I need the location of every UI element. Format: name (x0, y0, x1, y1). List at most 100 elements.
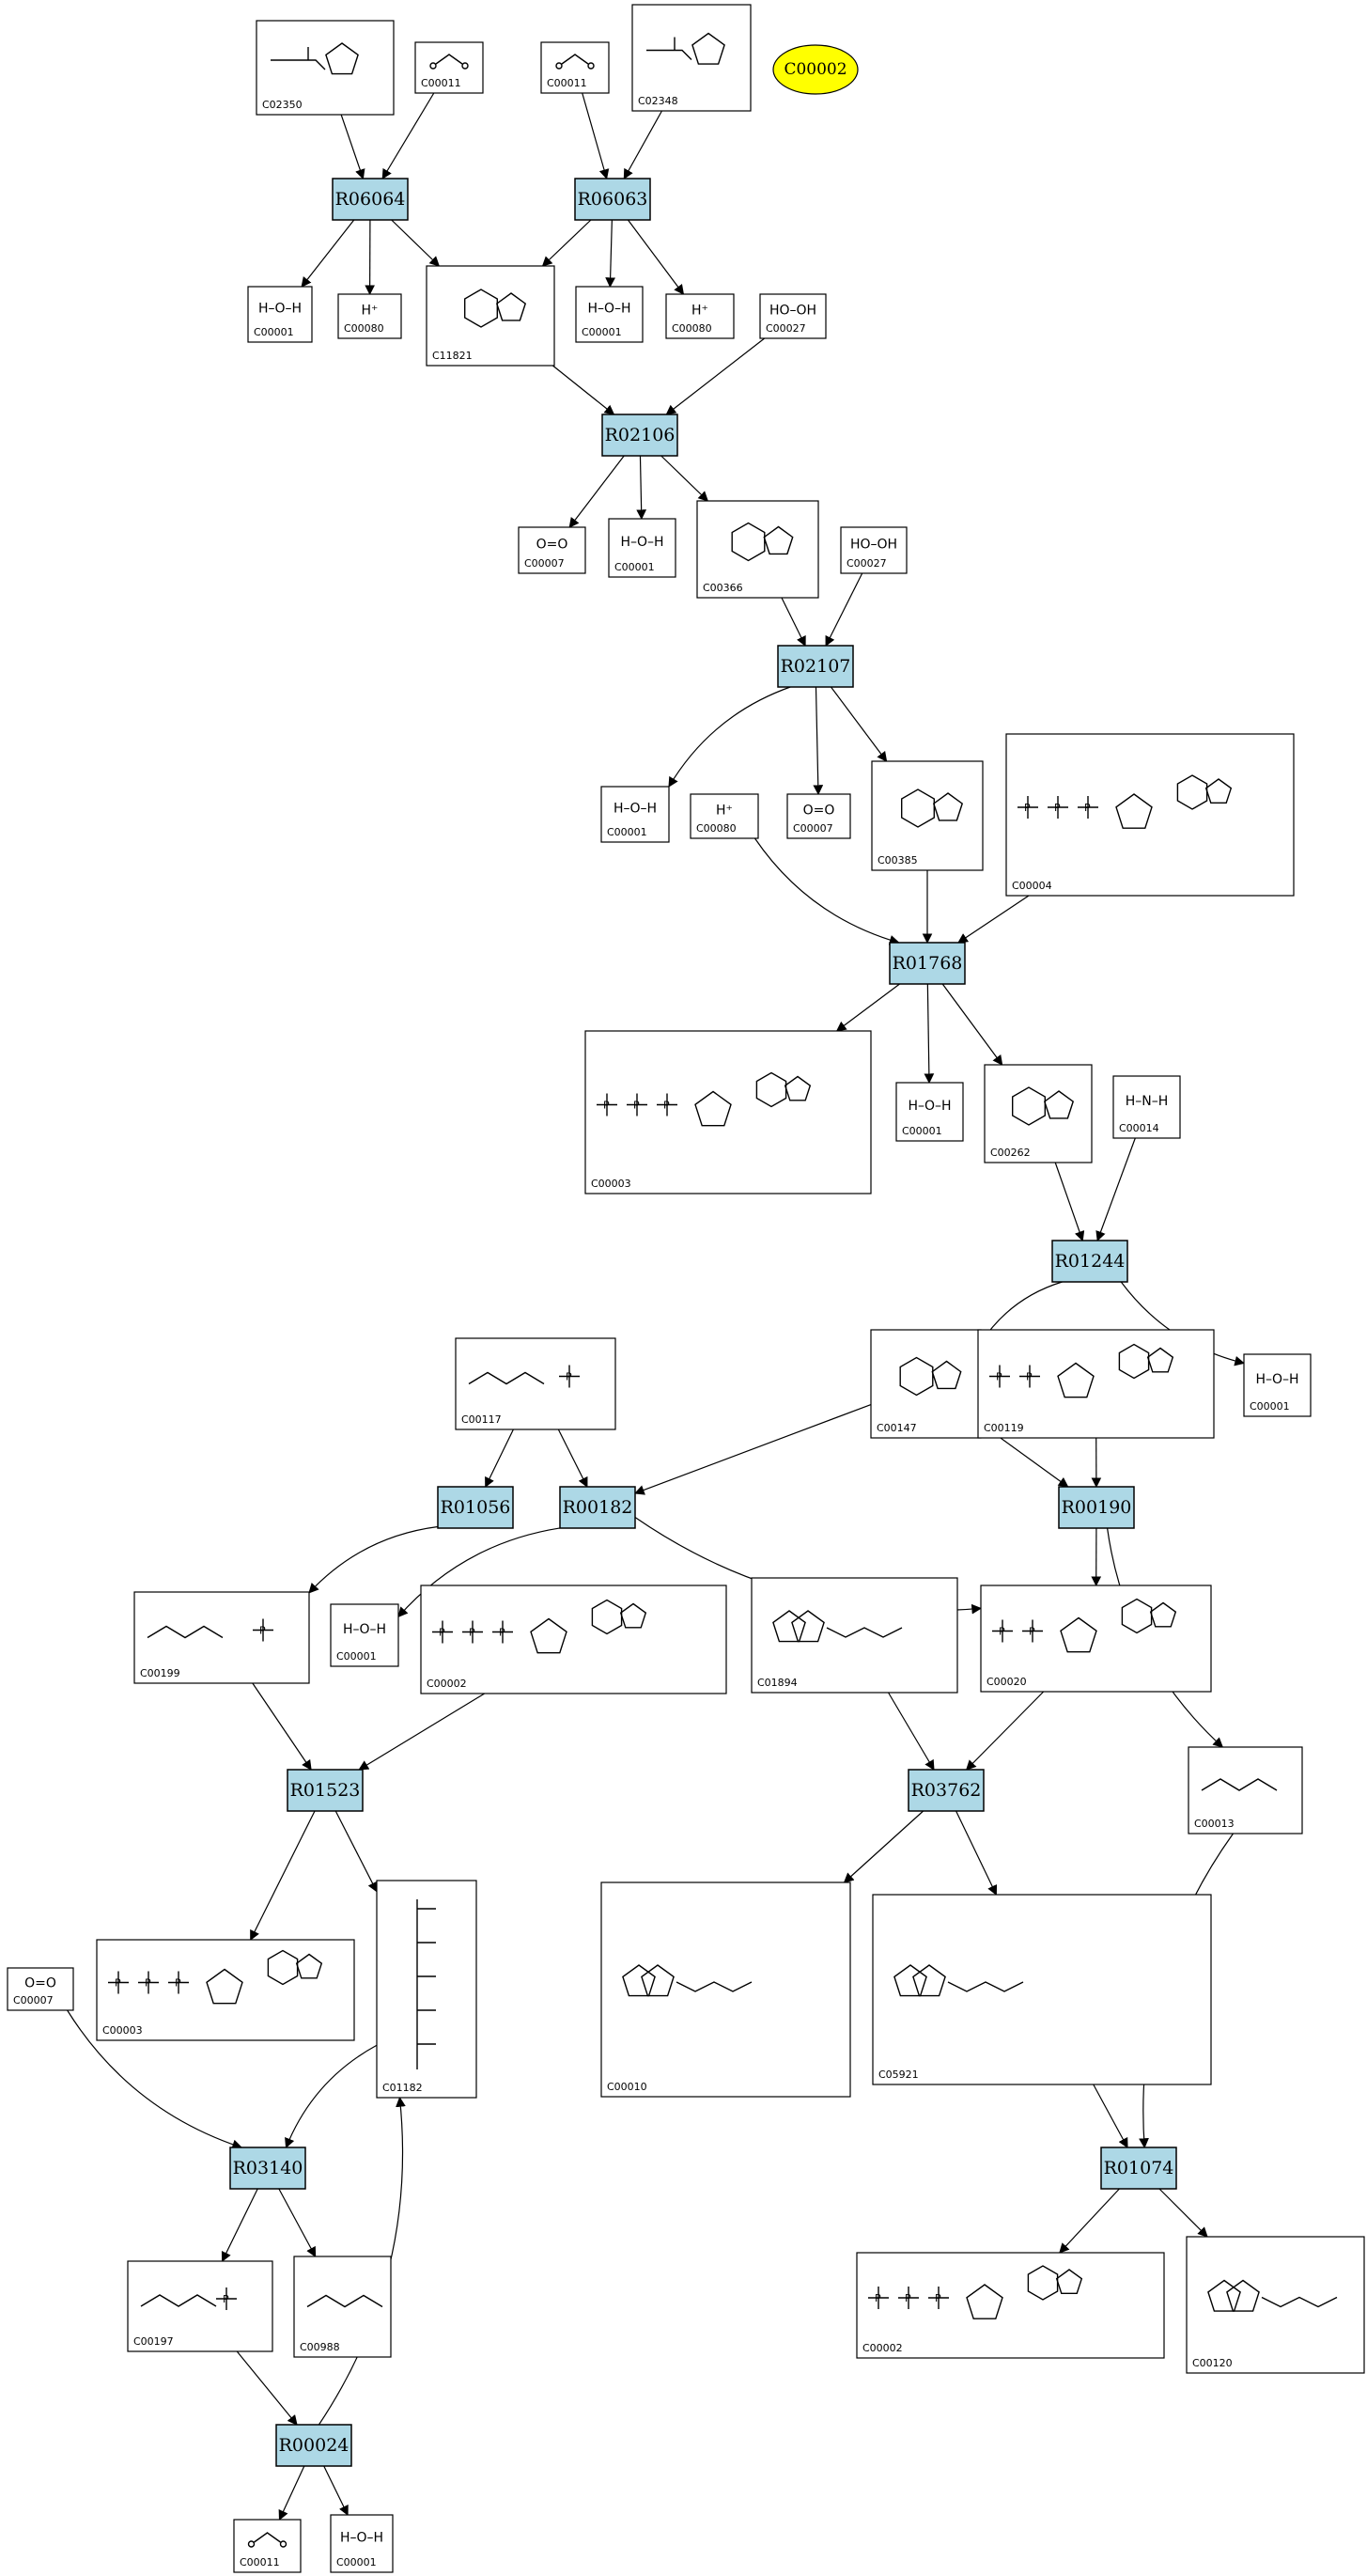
reaction-label: R01074 (1104, 2158, 1174, 2178)
svg-text:P: P (145, 1977, 151, 1990)
reaction-node-r01056[interactable]: R01056 (437, 1486, 514, 1529)
compound-box (330, 2514, 394, 2573)
compound-id-label: C00199 (140, 1667, 180, 1679)
compound-box (977, 1329, 1215, 1439)
compound-node-c00013[interactable]: C00013 (1188, 1746, 1303, 1834)
compound-formula: O=O (536, 538, 568, 553)
svg-text:P: P (1024, 802, 1031, 814)
highlight-compound[interactable]: C00002 (772, 44, 859, 95)
compound-node-c00262[interactable]: C00262 (984, 1064, 1093, 1163)
compound-node-c00010[interactable]: C00010 (600, 1881, 851, 2098)
compound-node-c00080[interactable]: H⁺C00080 (337, 293, 402, 339)
compound-box (631, 4, 752, 112)
compound-node-c00147[interactable]: C00147 (870, 1329, 982, 1439)
compound-id-label: C00119 (984, 1422, 1024, 1434)
compound-box (233, 2519, 302, 2573)
diphosphate-structure (1201, 1778, 1278, 1791)
reaction-node-r03140[interactable]: R03140 (229, 2147, 306, 2190)
compound-node-c02350[interactable]: C02350 (256, 20, 395, 116)
reaction-node-r00024[interactable]: R00024 (275, 2424, 352, 2467)
compound-box (575, 286, 644, 343)
compound-node-c00011[interactable]: C00011 (414, 41, 484, 94)
compound-id-label: C00003 (591, 1178, 631, 1190)
compound-node-c00080[interactable]: H⁺C00080 (665, 293, 735, 339)
reaction-arrow (285, 2044, 378, 2149)
compound-id-label: C00366 (703, 582, 743, 594)
compound-id-label: C00001 (582, 326, 622, 338)
compound-id-label: C00011 (240, 2556, 280, 2568)
compound-node-c00988[interactable]: C00988 (293, 2256, 392, 2358)
compound-box (600, 1881, 851, 2098)
reaction-node-r01768[interactable]: R01768 (889, 942, 966, 985)
compound-formula: H⁺ (362, 304, 379, 319)
reaction-label: R02107 (781, 656, 851, 677)
reaction-node-r02106[interactable]: R02106 (601, 414, 678, 457)
reaction-label: R01768 (893, 953, 963, 974)
reaction-arrow (1158, 2188, 1208, 2238)
reaction-node-r06064[interactable]: R06064 (332, 178, 409, 221)
compound-node-c01182[interactable]: C01182 (376, 1880, 477, 2099)
compound-id-label: C00007 (793, 822, 833, 835)
urate-structure (731, 522, 794, 562)
compound-node-c11821[interactable]: C11821 (426, 265, 555, 367)
reaction-box (437, 1486, 514, 1529)
compound-node-c01894[interactable]: C01894 (751, 1577, 958, 1694)
compound-box (256, 20, 395, 116)
svg-text:P: P (1084, 802, 1091, 814)
compound-id-label: C00001 (336, 1650, 377, 1663)
reaction-node-r01074[interactable]: R01074 (1100, 2147, 1177, 2190)
reaction-box (1058, 1486, 1135, 1529)
reaction-label: R02106 (605, 425, 676, 445)
reaction-arrow (557, 1429, 588, 1488)
reaction-label: R01523 (290, 1780, 361, 1801)
reaction-node-r01523[interactable]: R01523 (287, 1769, 364, 1812)
compound-node-c02348[interactable]: C02348 (631, 4, 752, 112)
reaction-node-r00190[interactable]: R00190 (1058, 1486, 1135, 1529)
compound-node-c00080[interactable]: H⁺C00080 (690, 793, 759, 839)
compound-node-c05921[interactable]: C05921 (872, 1894, 1212, 2085)
compound-formula: HO–OH (850, 538, 897, 553)
reaction-node-r06063[interactable]: R06063 (574, 178, 651, 221)
compound-node-c00385[interactable]: C00385 (871, 760, 984, 871)
compound-node-c00120[interactable]: C00120 (1186, 2236, 1365, 2374)
compound-node-c00011[interactable]: C00011 (233, 2519, 302, 2573)
compound-node-c00366[interactable]: C00366 (696, 500, 819, 599)
reaction-node-r02107[interactable]: R02107 (777, 645, 854, 688)
reaction-node-r03762[interactable]: R03762 (908, 1769, 985, 1812)
compound-formula: H–O–H (614, 802, 657, 817)
reaction-node-r00182[interactable]: R00182 (559, 1486, 636, 1529)
compound-formula: H–N–H (1126, 1094, 1169, 1109)
compound-id-label: C00117 (461, 1413, 502, 1426)
compound-id-label: C00197 (133, 2335, 174, 2348)
reaction-node-r01244[interactable]: R01244 (1051, 1240, 1128, 1283)
svg-text:P: P (175, 1977, 181, 1990)
reaction-box (908, 1769, 985, 1812)
reaction-arrow (924, 983, 935, 1085)
compound-node-c00011[interactable]: C00011 (540, 41, 610, 94)
